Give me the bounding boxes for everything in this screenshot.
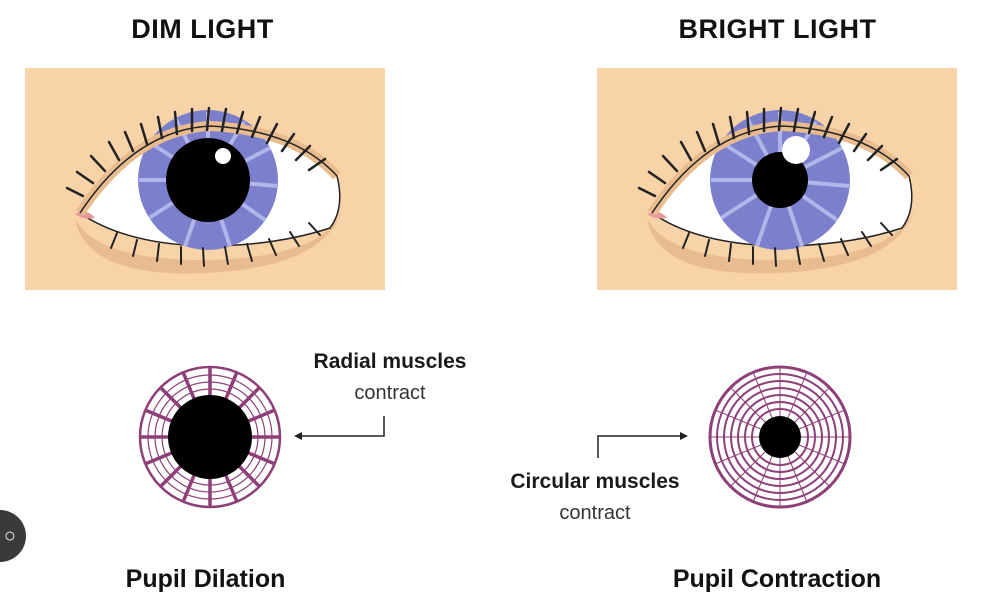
search-lens-icon: ○ <box>3 524 16 547</box>
arrow-radial-to-iris <box>292 412 392 457</box>
arrow-circular-to-iris <box>590 428 690 473</box>
label-circular-contract: contract <box>559 502 631 524</box>
eye-panel-bright <box>597 68 957 290</box>
heading-bright-light: BRIGHT LIGHT <box>678 14 877 44</box>
iris-diagram-contraction <box>705 362 855 517</box>
eye-illustration-dim <box>25 68 385 290</box>
label-radial-contract: contract <box>354 382 426 404</box>
eye-illustration-bright <box>597 68 957 290</box>
heading-dim-light: DIM LIGHT <box>131 14 274 44</box>
search-lens-button[interactable]: ○ <box>0 510 26 562</box>
label-circular-muscles: Circular muscles <box>510 470 680 493</box>
caption-pupil-contraction: Pupil Contraction <box>672 565 882 593</box>
label-radial-muscles: Radial muscles <box>313 350 467 373</box>
eye-panel-dim <box>25 68 385 290</box>
caption-pupil-dilation: Pupil Dilation <box>125 565 286 593</box>
iris-diagram-dilation <box>135 362 285 517</box>
